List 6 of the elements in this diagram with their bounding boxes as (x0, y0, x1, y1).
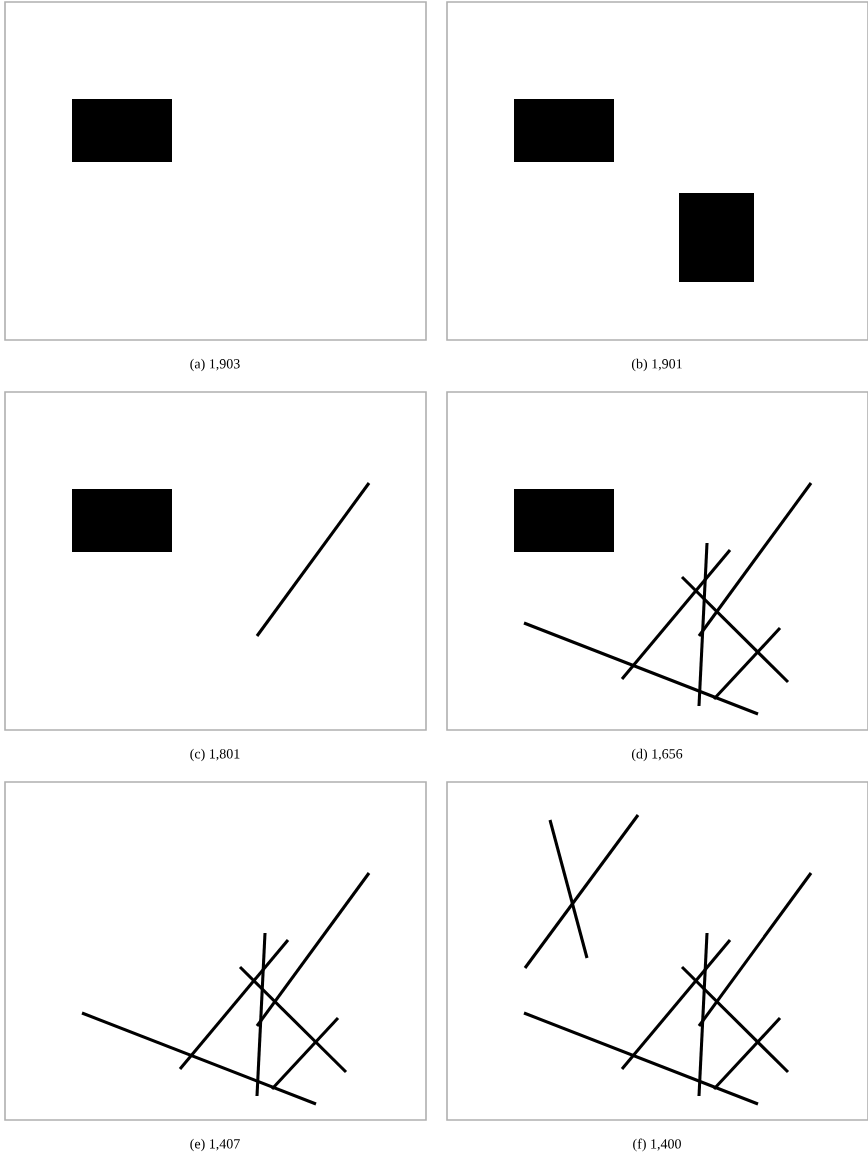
caption: (f) 1,400 (633, 1138, 681, 1152)
caption: (b) 1,901 (631, 358, 682, 372)
caption: (a) 1,903 (190, 358, 240, 372)
caption: (d) 1,656 (631, 748, 683, 762)
caption: (e) 1,407 (190, 1138, 240, 1152)
caption: (c) 1,801 (190, 748, 240, 762)
